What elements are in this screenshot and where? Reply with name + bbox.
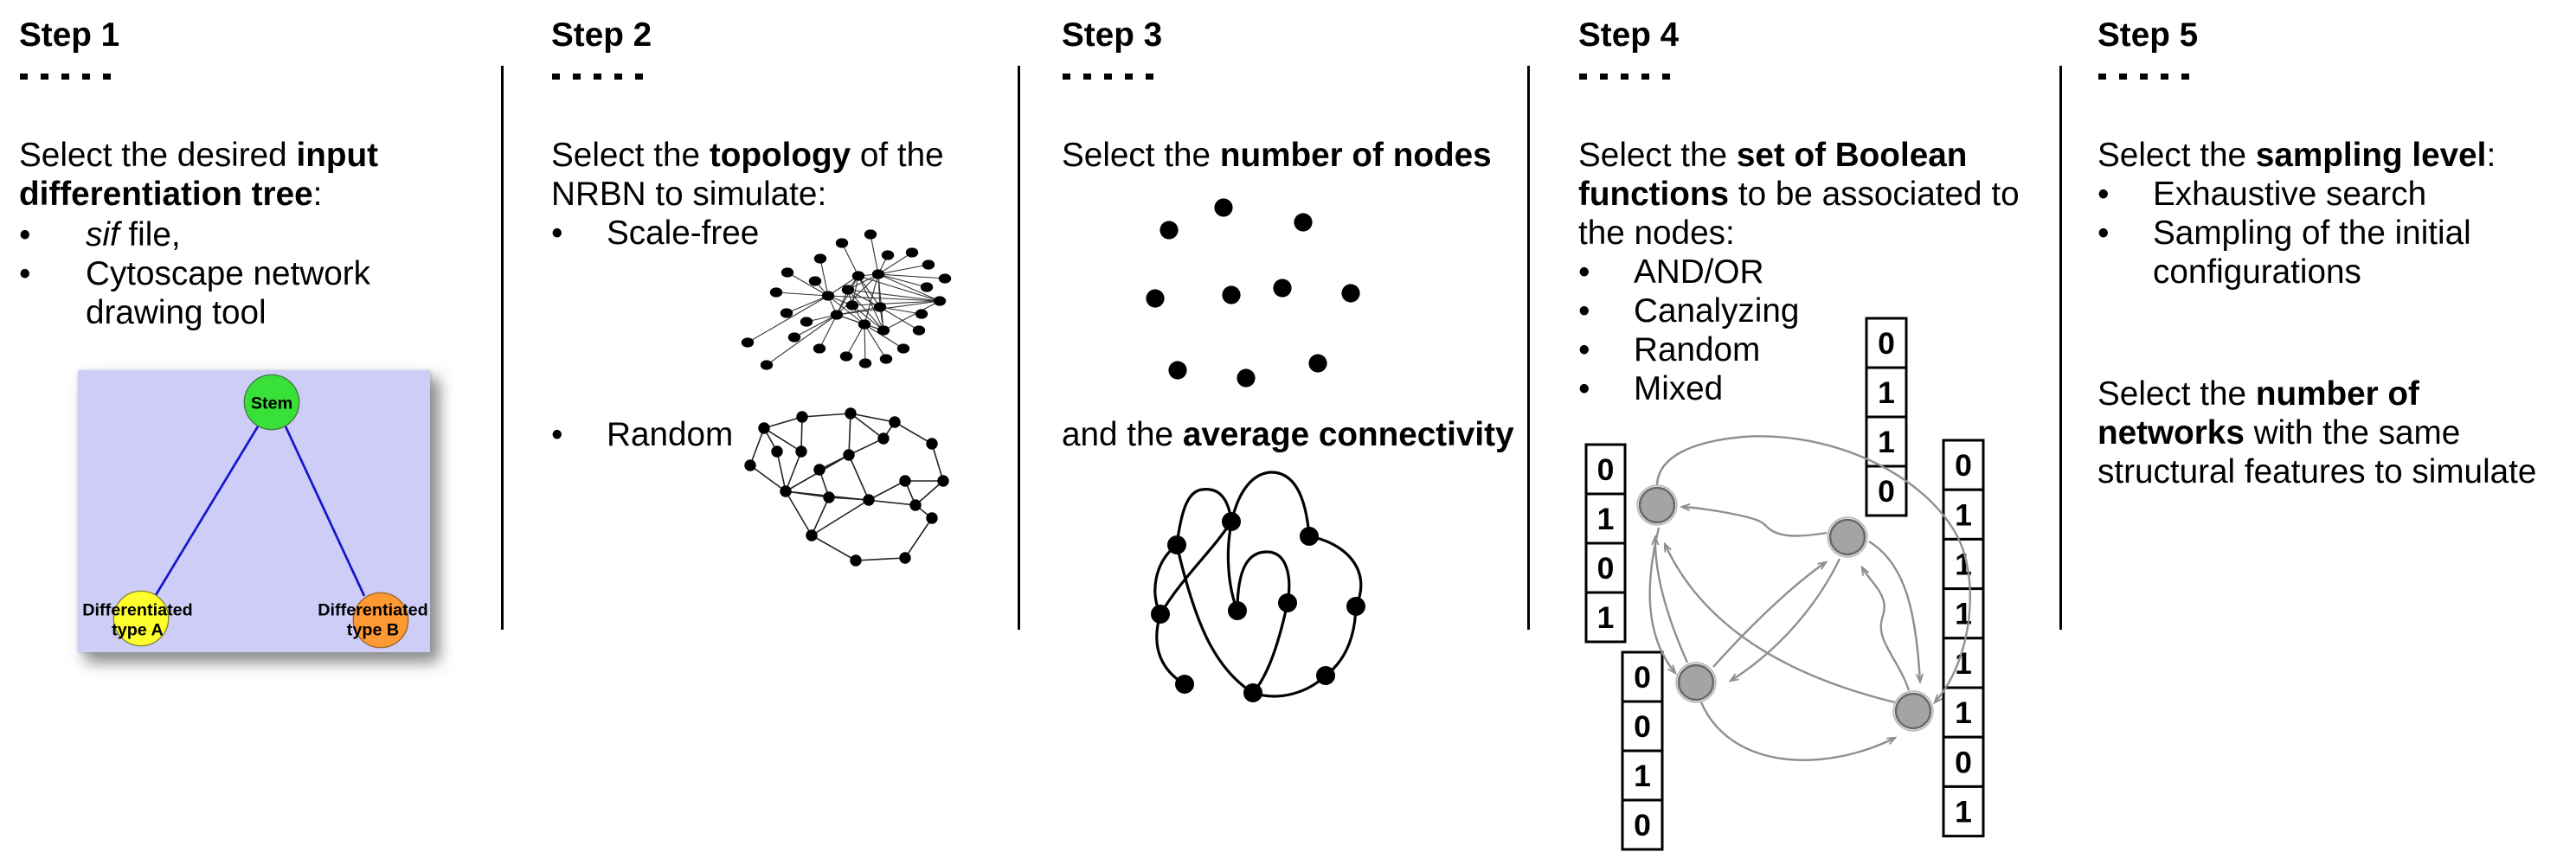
svg-text:1: 1	[1634, 759, 1651, 793]
svg-text:0: 0	[1955, 745, 1972, 779]
svg-text:0: 0	[1878, 474, 1895, 509]
svg-text:Stem: Stem	[251, 394, 292, 413]
svg-text:1: 1	[1955, 695, 1972, 730]
svg-text:0: 0	[1634, 709, 1651, 744]
svg-text:0: 0	[1634, 660, 1651, 695]
svg-text:0: 0	[1955, 448, 1972, 483]
svg-text:Differentiated: Differentiated	[82, 601, 193, 620]
svg-text:1: 1	[1597, 600, 1615, 635]
svg-text:type B: type B	[347, 621, 399, 640]
svg-text:1: 1	[1878, 425, 1895, 459]
svg-text:0: 0	[1597, 452, 1615, 487]
svg-text:Differentiated: Differentiated	[318, 601, 428, 620]
svg-text:1: 1	[1955, 646, 1972, 681]
svg-text:1: 1	[1955, 794, 1972, 829]
svg-text:0: 0	[1878, 326, 1895, 361]
svg-text:type A: type A	[112, 621, 164, 640]
svg-text:1: 1	[1955, 497, 1972, 532]
svg-text:1: 1	[1597, 502, 1615, 536]
svg-text:1: 1	[1878, 375, 1895, 410]
svg-text:0: 0	[1634, 808, 1651, 842]
svg-text:0: 0	[1597, 551, 1615, 586]
